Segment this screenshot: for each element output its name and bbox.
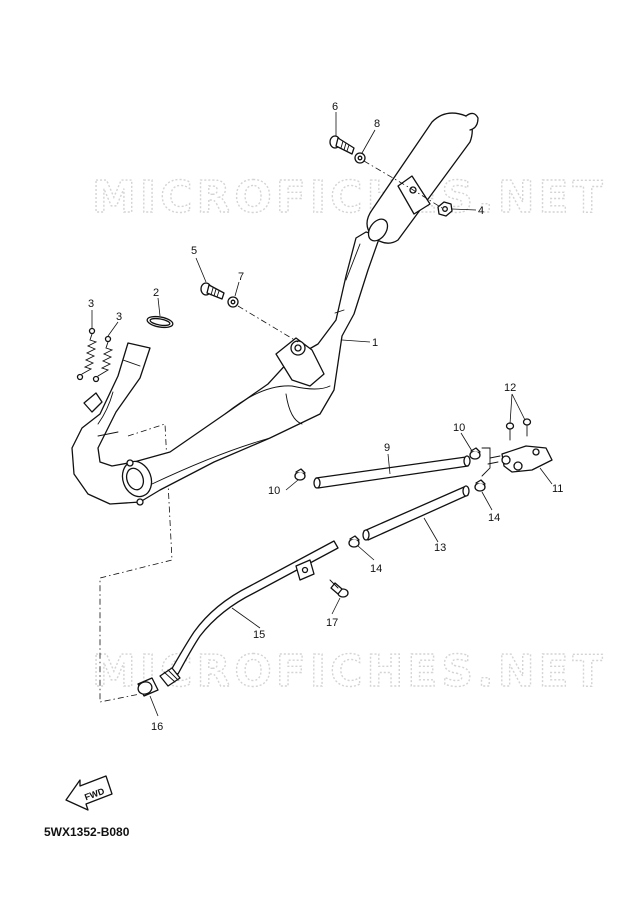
callout-9: 9: [384, 442, 390, 454]
callout-14a: 14: [370, 563, 382, 575]
callout-2: 2: [153, 287, 159, 299]
pipe-part-15[interactable]: [159, 540, 339, 687]
watermark-bottom: MICROFICHES.NET: [92, 646, 607, 697]
callout-17: 17: [326, 617, 338, 629]
gasket-part-2[interactable]: [146, 315, 174, 329]
clamp-part-14b[interactable]: [474, 479, 486, 492]
fwd-arrow-icon: FWD: [65, 775, 113, 811]
callout-12: 12: [504, 382, 516, 394]
callout-16: 16: [151, 721, 163, 733]
hose-part-9[interactable]: [313, 455, 471, 489]
watermark-top: MICROFICHES.NET: [92, 172, 607, 223]
callout-3b: 3: [116, 311, 122, 323]
callout-11: 11: [552, 483, 563, 495]
nut-part-4[interactable]: [437, 201, 453, 217]
callout-10a: 10: [268, 485, 280, 497]
clamp-part-10a[interactable]: [294, 468, 306, 481]
screw-part-12b[interactable]: [522, 418, 532, 437]
cap-part-16[interactable]: [136, 677, 159, 697]
exhaust-pipe-part-1[interactable]: [71, 231, 381, 506]
callout-7: 7: [238, 271, 244, 283]
callout-8: 8: [374, 118, 380, 130]
callout-6: 6: [332, 101, 338, 113]
washer-part-7[interactable]: [227, 296, 239, 308]
callout-15: 15: [253, 629, 265, 641]
leader-lines: [91, 112, 553, 717]
diagram-code: 5WX1352-B080: [44, 825, 130, 839]
bolt-part-17[interactable]: [329, 579, 349, 598]
callout-14b: 14: [488, 512, 500, 524]
joint-part-11[interactable]: [481, 445, 553, 477]
washer-part-8[interactable]: [354, 152, 366, 164]
spring-part-3b[interactable]: [92, 335, 114, 383]
spring-part-3a[interactable]: [76, 327, 98, 381]
callout-13: 13: [434, 542, 446, 554]
muffler-body[interactable]: [365, 112, 479, 244]
screw-part-12a[interactable]: [505, 422, 515, 441]
bolt-part-6[interactable]: [329, 135, 355, 155]
callout-5: 5: [191, 245, 197, 257]
callout-labels: 1 2 3 3 4 5 6 7 8 9 10 10 11 12 13 14 14…: [88, 101, 563, 733]
callout-4: 4: [478, 205, 484, 217]
hose-part-13[interactable]: [362, 485, 470, 541]
clamp-part-14a[interactable]: [348, 535, 360, 548]
bolt-part-5[interactable]: [200, 282, 225, 300]
callout-10b: 10: [453, 422, 465, 434]
callout-1: 1: [372, 337, 378, 349]
clamp-part-10b[interactable]: [469, 447, 481, 460]
callout-3a: 3: [88, 298, 94, 310]
reference-dash-box: [99, 423, 173, 703]
